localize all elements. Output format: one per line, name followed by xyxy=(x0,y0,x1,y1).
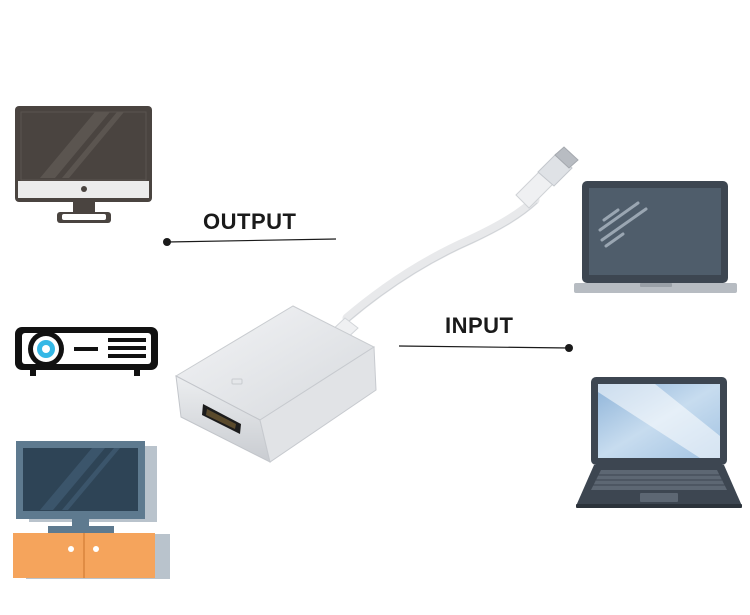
macbook-icon xyxy=(574,181,737,293)
tv-icon xyxy=(13,441,170,579)
output-label: OUTPUT xyxy=(203,209,297,234)
output-connector-line xyxy=(163,238,337,246)
input-connector-line xyxy=(398,344,573,352)
input-label: INPUT xyxy=(445,313,514,338)
laptop-icon xyxy=(576,377,742,508)
monitor-icon xyxy=(15,106,152,223)
usb-c-hdmi-adapter xyxy=(174,146,579,463)
projector-icon xyxy=(15,327,158,376)
